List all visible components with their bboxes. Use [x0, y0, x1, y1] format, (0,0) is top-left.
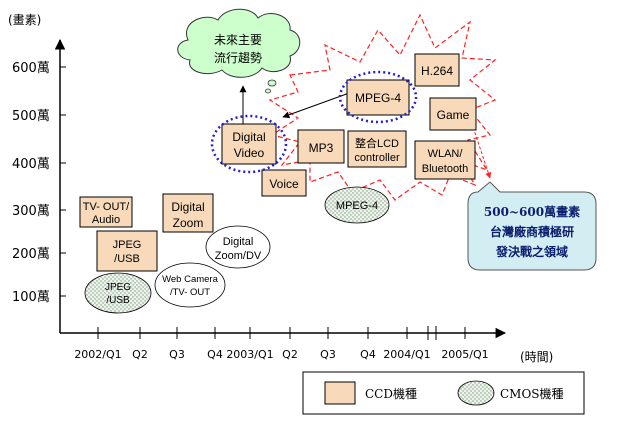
x-tick-label: 2002/Q1: [74, 348, 121, 361]
ccd-label: TV- OUT/: [83, 201, 130, 213]
ccd-box-h264: [414, 53, 460, 87]
ccd-box-jpeg-usb: [96, 230, 158, 272]
cmos-label: JPEG: [105, 282, 131, 293]
cmos-ellipse-mpeg4: [324, 186, 390, 224]
x-axis-unit: (時間): [520, 350, 553, 364]
x-tick-label: Q3: [320, 348, 336, 361]
ccd-label: WLAN/: [428, 148, 464, 160]
ccd-label: Bluetooth: [422, 163, 468, 175]
cmos-ellipse-web-camera: [154, 262, 226, 308]
ccd-label: 整合LCD: [355, 136, 399, 150]
legend: CCD機種 CMOS機種: [302, 371, 585, 415]
ccd-label: /USB: [114, 253, 140, 265]
cmos-label: Digital: [223, 236, 254, 248]
cmos-ellipses: [84, 186, 390, 314]
x-tick-label: Q4: [207, 348, 223, 361]
x-tick-label: Q2: [282, 348, 298, 361]
ccd-box-digital-zoom: [162, 193, 214, 233]
x-tick-label: Q3: [169, 348, 185, 361]
cmos-label: MPEG-4: [336, 200, 378, 212]
cloud-text-line: 未來主要: [214, 33, 262, 47]
legend-label-cmos: CMOS機種: [500, 386, 564, 401]
cmos-label: Web Camera: [162, 274, 219, 285]
legend-label-ccd: CCD機種: [365, 386, 417, 401]
ccd-label: MP3: [309, 141, 334, 155]
callout-line: 發決戰之領域: [495, 244, 568, 259]
trend-cloud: 未來主要 流行趨勢: [177, 8, 301, 94]
callout-line: 500~600萬畫素: [484, 204, 580, 219]
cloud-text-line: 流行趨勢: [214, 50, 262, 65]
ccd-label: MPEG-4: [355, 91, 401, 105]
y-tick-label: 600萬: [12, 61, 50, 76]
x-tick-label: Q4: [360, 348, 376, 361]
ccd-label: Game: [437, 108, 470, 122]
callout-line: 台灣廠商積極研: [490, 224, 574, 239]
y-tick-label: 100萬: [12, 290, 50, 305]
cmos-label: Zoom/DV: [215, 250, 262, 262]
callout-bubble: 500~600萬畫素 台灣廠商積極研 發決戰之領域: [467, 181, 597, 271]
legend-swatch-cmos: [457, 380, 495, 406]
ccd-label: Voice: [269, 177, 299, 191]
ccd-boxes: [79, 53, 477, 272]
y-tick-label: 200萬: [12, 247, 50, 262]
x-tick-label: 2004/Q1: [383, 348, 430, 361]
cmos-ellipse-digital-zoom-dv: [205, 225, 271, 269]
ccd-label: Video: [234, 146, 265, 160]
ccd-label: Zoom: [173, 216, 204, 230]
ccd-label: H.264: [421, 64, 453, 78]
ccd-label: Digital: [232, 130, 265, 144]
ccd-label: Digital: [171, 200, 204, 214]
ccd-box-voice: [261, 169, 307, 197]
ccd-box-mpeg4: [346, 79, 410, 116]
highlight-ellipse-digital-video: [210, 114, 288, 174]
ccd-label: JPEG: [113, 239, 142, 251]
ccd-box-mp3: [297, 129, 345, 164]
cmos-ellipse-jpeg-usb: [84, 272, 152, 314]
highlight-ellipse-mpeg4: [338, 70, 418, 124]
ccd-label: controller: [354, 152, 400, 164]
y-axis-unit: (畫素): [8, 12, 41, 27]
ccd-label: Audio: [92, 214, 120, 226]
x-tick-label: 2003/Q1: [226, 348, 273, 361]
y-tick-label: 500萬: [12, 109, 50, 124]
ccd-box-tv-out: [79, 196, 133, 228]
ccd-box-digital-video: [221, 123, 277, 165]
y-tick-labels: 600萬 500萬 400萬 300萬 200萬 100萬: [12, 61, 50, 305]
x-tick-labels: 2002/Q1 Q2 Q3 Q4 2003/Q1 Q2 Q3 Q4 2004/Q…: [74, 348, 488, 361]
y-tick-label: 300萬: [12, 204, 50, 219]
ccd-box-lcd-controller: [347, 130, 407, 168]
x-tick-label: Q2: [132, 348, 148, 361]
cmos-label: /TV- OUT: [170, 287, 210, 298]
axes: [54, 38, 507, 340]
y-tick-label: 400萬: [12, 157, 50, 172]
cmos-label: /USB: [106, 295, 130, 306]
ccd-box-game: [429, 97, 477, 131]
legend-swatch-ccd: [324, 381, 356, 405]
ccd-box-wlan: [414, 140, 476, 180]
x-tick-label: 2005/Q1: [441, 348, 488, 361]
